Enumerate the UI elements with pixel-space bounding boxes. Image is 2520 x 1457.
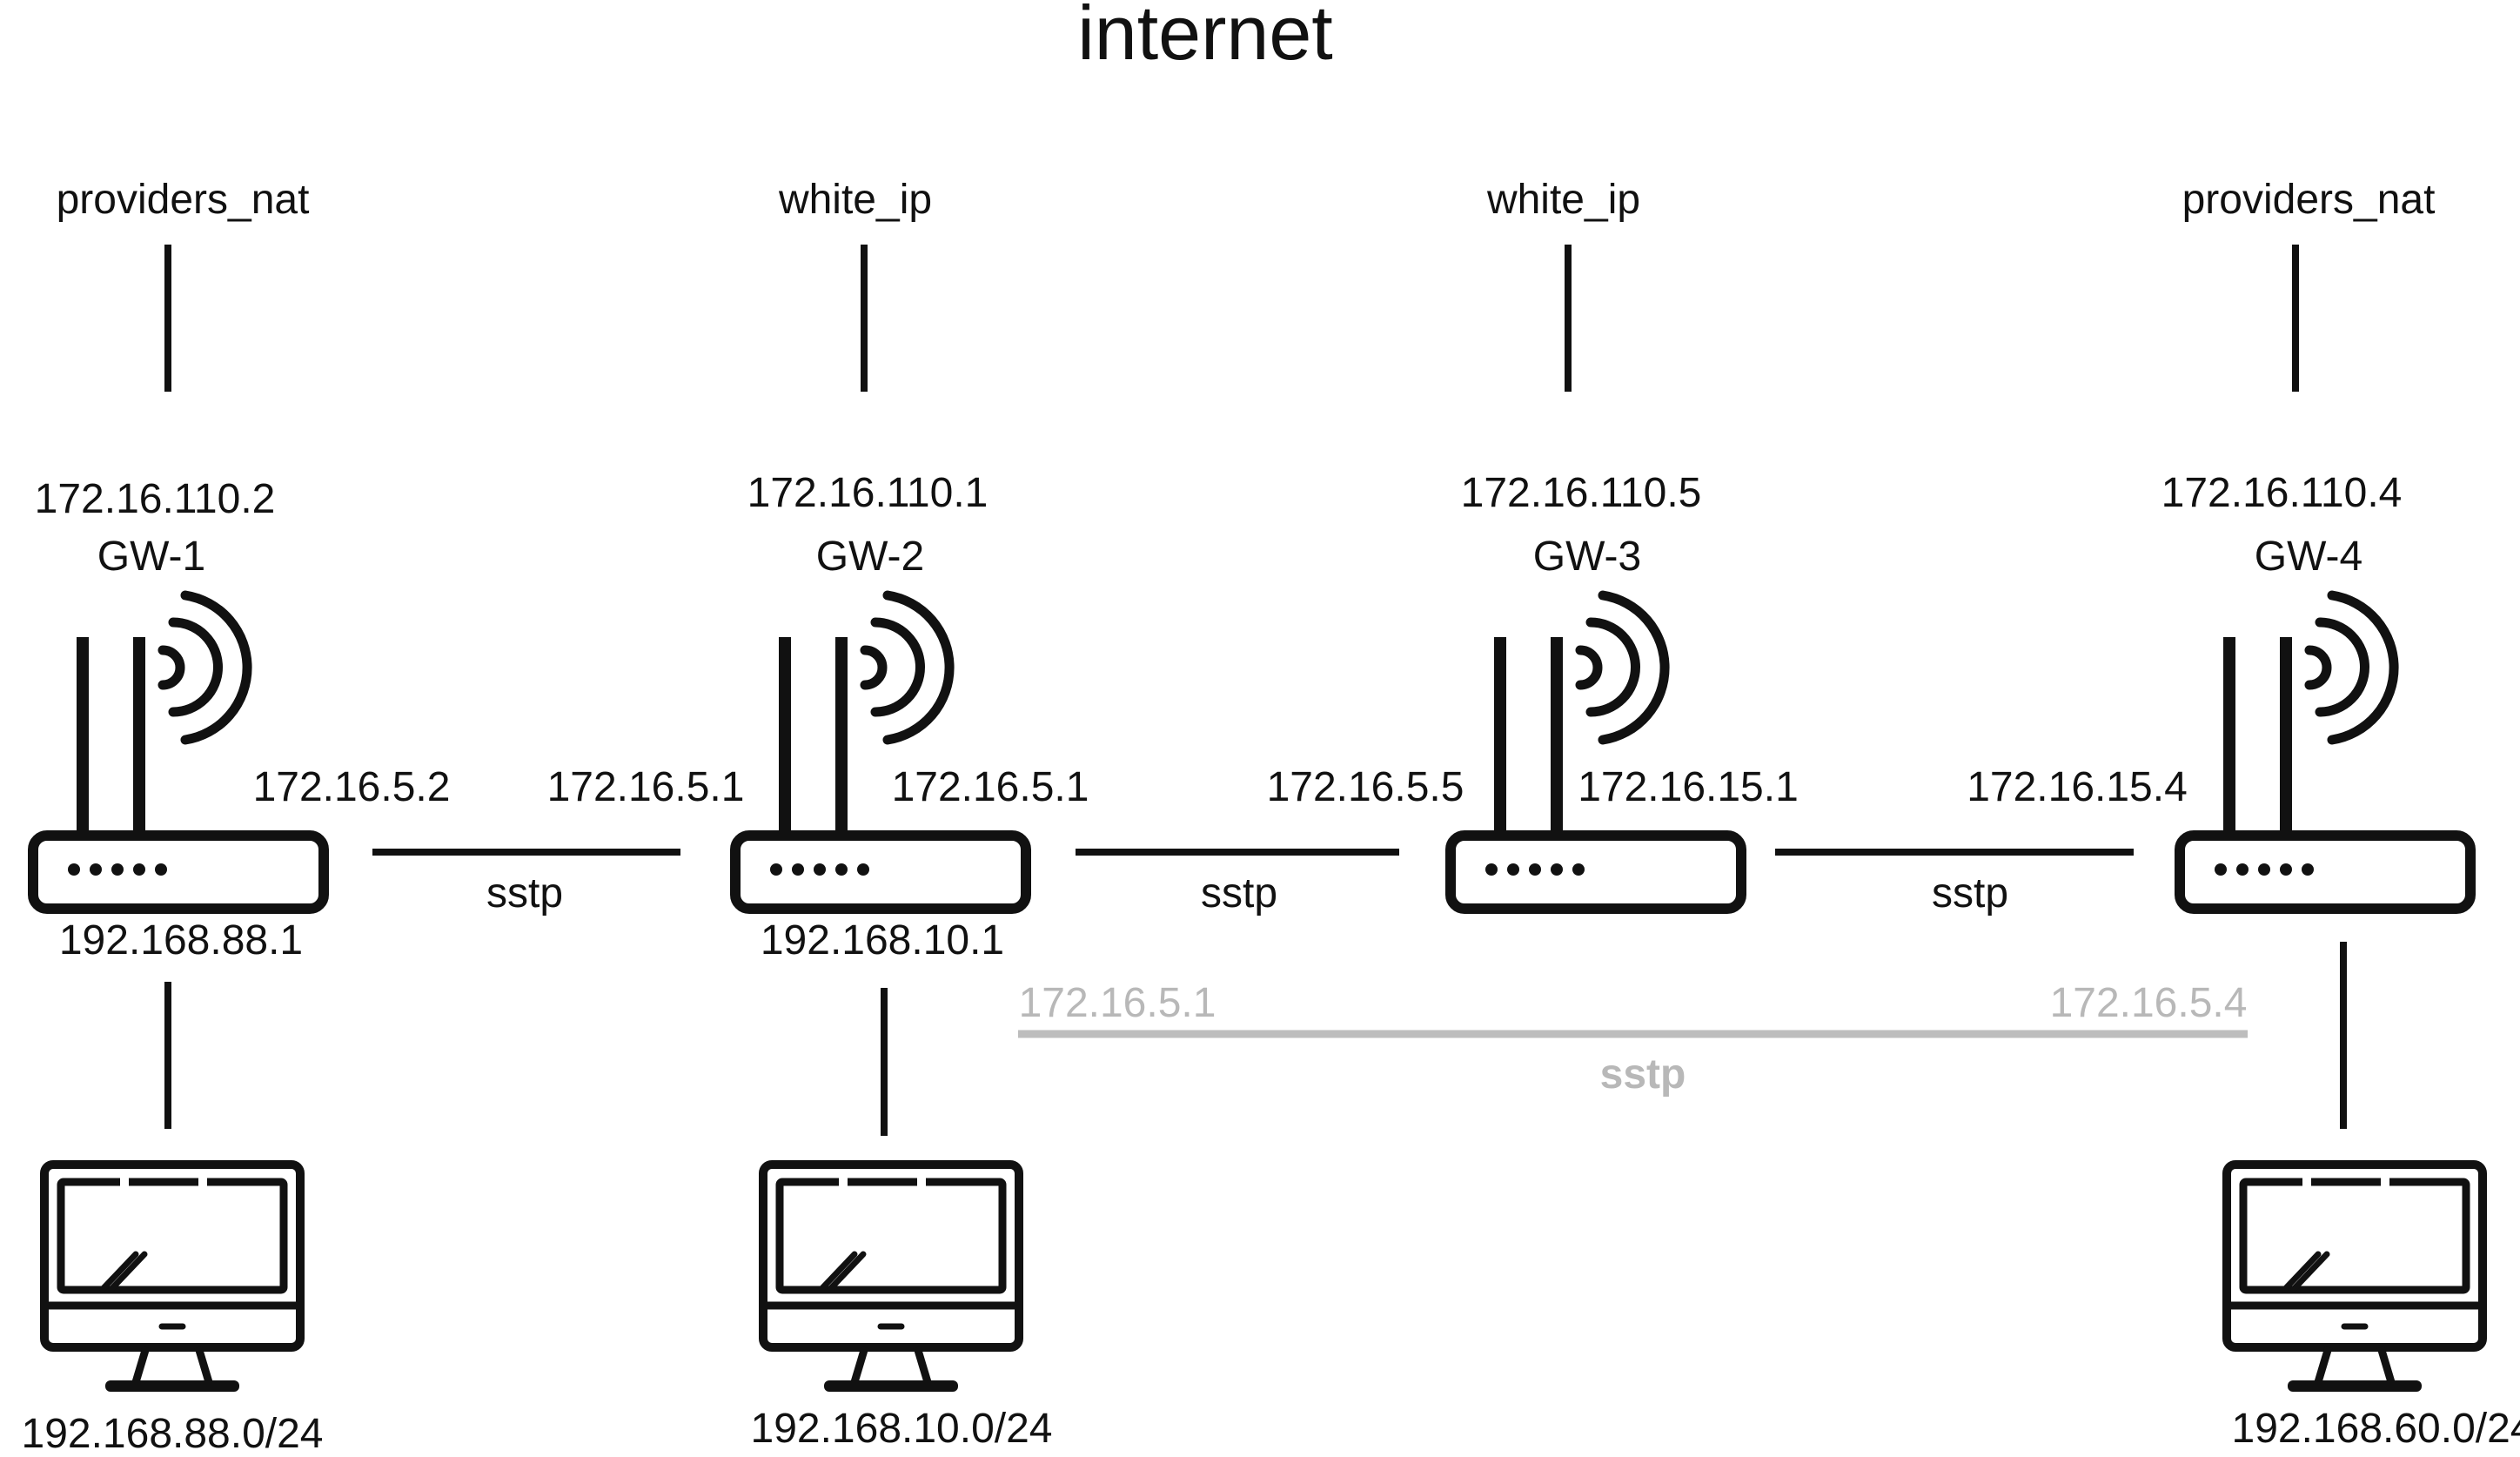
uplink-label-gw2: white_ip [778,177,932,223]
gw4-subnet: 192.168.60.0/24 [2232,1406,2520,1452]
gw1-lan-ip: 192.168.88.1 [59,917,303,964]
wifi-router-icon [735,595,1026,909]
gw4-name: GW-4 [2255,534,2362,580]
gw1-wan-ip: 172.16.110.2 [35,476,276,522]
gw3-wan-ip: 172.16.110.5 [1461,470,1702,516]
overlay-protocol: sstp [1600,1051,1686,1098]
uplink-label-gw4: providers_nat [2182,177,2436,223]
desktop-computer-icon [44,1165,300,1392]
gw2-name: GW-2 [816,534,924,580]
link3-right-ip: 172.16.15.4 [1967,764,2188,810]
gw2-wan-ip: 172.16.110.1 [747,470,989,516]
link2-left-ip: 172.16.5.1 [892,764,1089,810]
link2-right-ip: 172.16.5.5 [1267,764,1464,810]
gw3-name: GW-3 [1533,534,1641,580]
link2-protocol: sstp [1201,870,1277,916]
link3-protocol: sstp [1932,870,2008,916]
gw4-wan-ip: 172.16.110.4 [2161,470,2403,516]
desktop-computer-icon [763,1165,1019,1392]
uplink-label-gw1: providers_nat [57,177,310,223]
gw2-lan-ip: 192.168.10.1 [761,917,1004,964]
link1-left-ip: 172.16.5.2 [253,764,451,810]
gw2-subnet: 192.168.10.0/24 [751,1406,1053,1452]
gw1-name: GW-1 [97,534,205,580]
overlay-left-ip: 172.16.5.1 [1019,980,1216,1026]
wifi-router-icon [33,595,324,909]
diagram-title: internet [1077,0,1333,76]
wifi-router-icon [2180,595,2470,909]
wifi-router-icon [1451,595,1741,909]
desktop-computer-icon [2227,1165,2483,1392]
gw1-subnet: 192.168.88.0/24 [22,1411,324,1457]
link1-right-ip: 172.16.5.1 [547,764,745,810]
overlay-right-ip: 172.16.5.4 [2050,980,2248,1026]
link1-protocol: sstp [486,870,563,916]
uplink-label-gw3: white_ip [1486,177,1640,223]
link3-left-ip: 172.16.15.1 [1578,764,1799,810]
